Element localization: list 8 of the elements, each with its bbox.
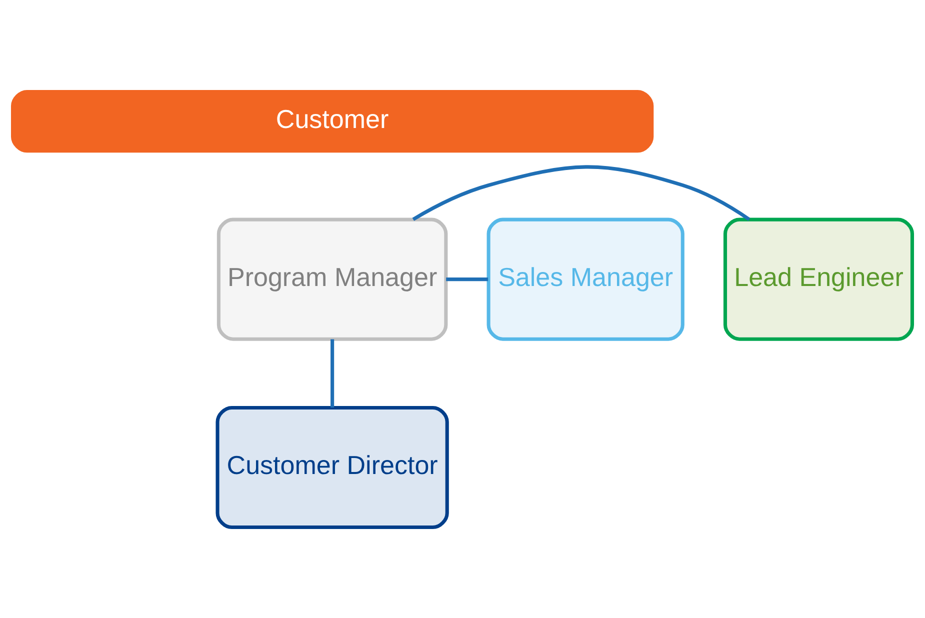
node-box: Customer	[11, 89, 654, 152]
connector	[446, 277, 488, 281]
node-box: Customer Director	[216, 405, 449, 529]
node-box: Program Manager	[216, 217, 448, 340]
node-box: Lead Engineer	[723, 217, 914, 340]
connector	[412, 164, 750, 220]
connector	[330, 338, 334, 408]
node-box: Sales Manager	[486, 217, 684, 340]
